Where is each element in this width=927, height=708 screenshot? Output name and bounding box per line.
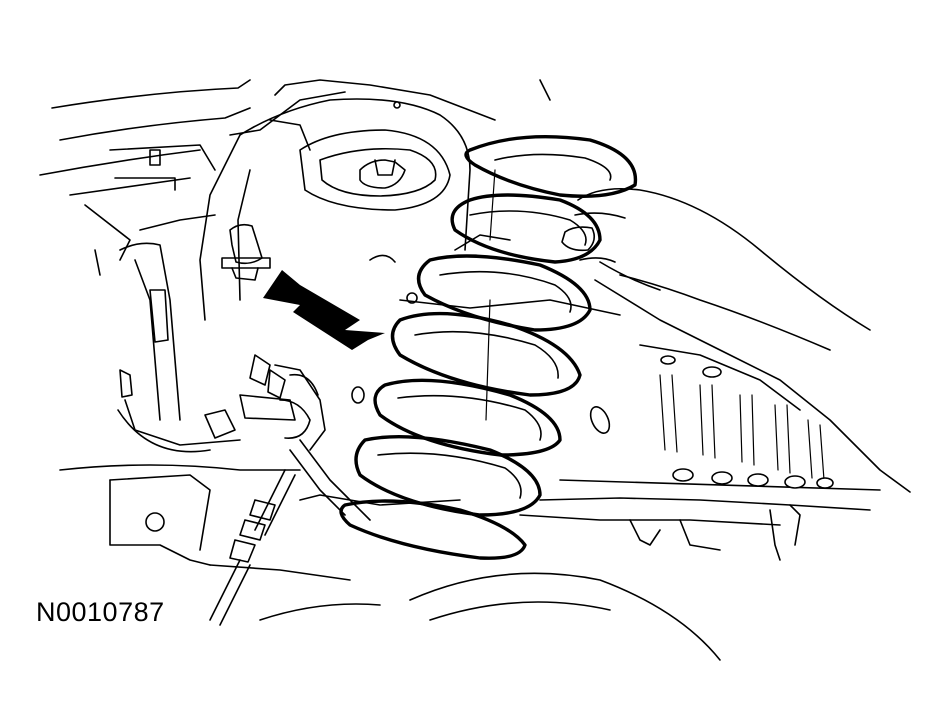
brake-line-and-cables xyxy=(117,214,371,626)
vehicle-body-outline xyxy=(39,79,911,661)
arrow-icon xyxy=(263,270,385,350)
coil-spring xyxy=(339,134,638,560)
figure-code: N0010787 xyxy=(36,597,165,627)
technician-hand xyxy=(561,187,871,351)
